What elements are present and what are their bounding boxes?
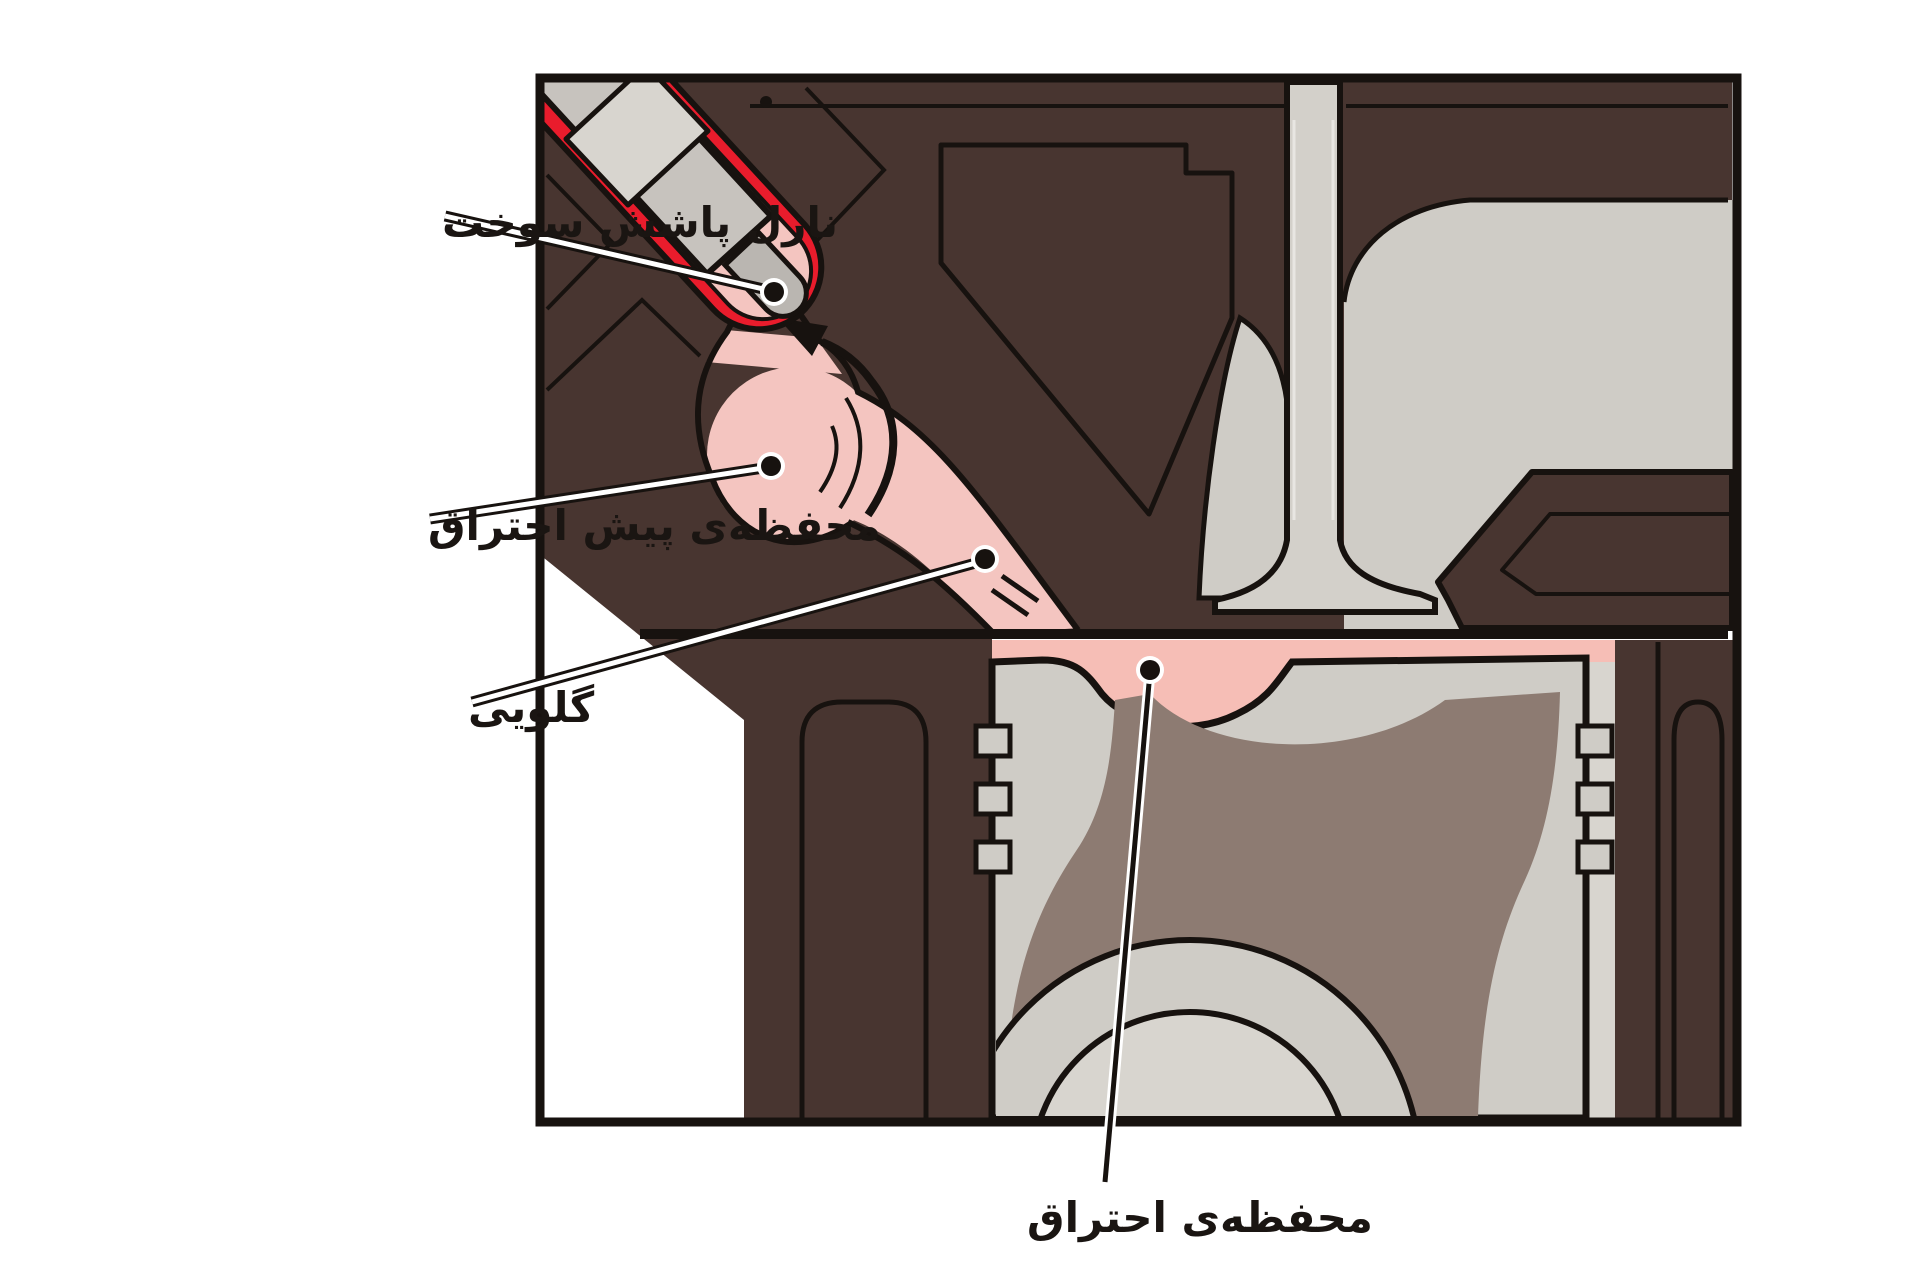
leader-line-combustion <box>1102 671 1153 1183</box>
hatch-chevron-3 <box>804 86 887 254</box>
swirl-echo-arc-2 <box>818 425 839 494</box>
ring-groove <box>1575 723 1615 759</box>
valve <box>1212 82 1438 615</box>
label-injector-nozzle: نازل پاشش سوخت <box>442 198 838 248</box>
hatch-dot <box>760 96 772 108</box>
fuel-injector-assembly <box>544 82 825 333</box>
port-top-outline <box>1341 197 1728 303</box>
prechamber-outline-right <box>797 312 1081 632</box>
hatch-chevron-2 <box>545 297 702 392</box>
throat-passage <box>840 390 1080 634</box>
leader-dot-combustion <box>1140 660 1160 680</box>
swirl-arrow-tail <box>820 338 898 518</box>
ring-groove <box>973 723 1013 759</box>
throat-tick-marks <box>990 573 1040 618</box>
piston-ring-grooves <box>973 723 1615 875</box>
ring-groove <box>973 781 1013 817</box>
ring-groove <box>973 839 1013 875</box>
label-precombustion-chamber: محفظه‌ی پیش احتراق <box>428 501 881 551</box>
left-port-sail <box>1196 314 1290 601</box>
precombustion-chamber-cavity <box>707 367 883 543</box>
throat-outline-lower <box>846 519 999 639</box>
leader-line-throat-gap <box>471 558 984 705</box>
leader-dot-prechamber <box>761 456 781 476</box>
leader-line-prechamber-gap <box>429 464 771 522</box>
swirl-arrow-head <box>778 318 828 356</box>
leader-line-injector-gap <box>444 213 773 294</box>
label-throat: گلویی <box>468 683 595 733</box>
swirl-echo-arc-1 <box>838 396 863 510</box>
head-port-corner <box>1344 200 1470 302</box>
cylinder-liner-gap <box>1586 640 1616 1118</box>
wall-coolant-channel-right <box>1671 699 1725 1118</box>
leader-dot-injector <box>764 282 784 302</box>
cylinder-head-casting <box>544 82 1732 1118</box>
label-combustion-chamber: محفظه‌ی احتراق <box>1027 1193 1373 1243</box>
wall-coolant-channel-left <box>799 699 929 1118</box>
leader-lines <box>429 210 1164 1183</box>
leader-dot-throat <box>975 549 995 569</box>
injector-nut <box>563 82 711 208</box>
valve-seat-wedge <box>1435 469 1733 631</box>
prechamber-insert-outline <box>938 142 1235 517</box>
ring-groove <box>1575 781 1615 817</box>
seat-wedge-inner-outline <box>1500 512 1732 596</box>
hatch-chevron-1 <box>545 173 615 311</box>
valve-stem-highlight <box>1292 120 1335 520</box>
ring-groove <box>1575 839 1615 875</box>
diagram-frame-border <box>535 73 1742 1127</box>
